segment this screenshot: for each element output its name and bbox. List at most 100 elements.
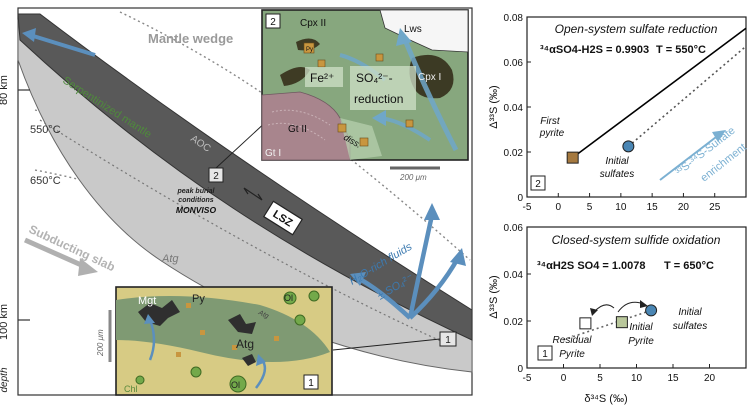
pyrite-grain-3	[375, 53, 384, 62]
chart1-ylabel: Δ³³S (‰)	[488, 275, 500, 318]
inset-1-number: 1	[308, 378, 314, 389]
olivine-grain-3	[294, 314, 306, 326]
lsz-frame	[262, 200, 304, 236]
chart-open-system: Open-system sulfate reduction ³⁴αSO4-H2S…	[488, 13, 749, 213]
chart1-title: Closed-system sulfide oxidation	[552, 233, 721, 247]
inset-2-scale-label: 200 μm	[399, 173, 427, 182]
chart2-y-tick-label: 0	[517, 193, 523, 204]
gt2-label: Gt II	[288, 124, 307, 135]
inset1-ol-top-label: Ol	[284, 293, 293, 303]
chart1-plot-frame	[526, 226, 747, 369]
olivine-grain-1	[283, 291, 297, 305]
chart2-x-tick-label: 25	[709, 202, 721, 213]
inset1-atg-small-label: Atg	[256, 309, 269, 320]
chart2-title: Open-system sulfate reduction	[555, 22, 718, 36]
fe-label-bg	[305, 67, 343, 87]
isotherm-550-label: 550°C	[30, 124, 61, 136]
pyrite-grain-6	[405, 119, 414, 128]
mgt-label: Mgt	[138, 295, 156, 307]
chart2-y-tick-label: 0.08	[504, 13, 524, 24]
so4-label: SO₄²⁻-	[356, 71, 393, 85]
inset1-pyrite-5	[176, 352, 181, 357]
olivine-grain-5	[190, 366, 202, 378]
upward-fluid-arrow-top	[29, 33, 96, 57]
slab-direction-arrow-head	[78, 258, 98, 276]
shear-arrows	[243, 187, 263, 201]
pyrite-grain-4	[337, 123, 347, 133]
chart1-panel-number-box	[537, 345, 553, 361]
chart1-point-label-initial-sulfates-1: Initial	[678, 307, 702, 318]
chart2-point-label-initial-sulfates-2: sulfates	[600, 169, 634, 180]
chart1-x-tick-label: 15	[667, 373, 679, 384]
pyrite-grain-1	[303, 42, 315, 54]
chart2-point-label-first-pyrite-2: pyrite	[539, 128, 565, 139]
chart2-x-tick-label: 15	[647, 202, 659, 213]
inset-1: 1 Mgt Py Ol Atg Atg Ol Chl 200 μm	[96, 286, 333, 396]
gt1-label: Gt I	[265, 148, 281, 159]
atg-label: Atg	[161, 253, 179, 265]
chart2-temperature-annotation: T = 550°C	[656, 44, 706, 56]
chart2-point-label-first-pyrite-1: First	[540, 116, 561, 127]
cpx1-grain	[409, 54, 454, 99]
lawsonite-grain	[379, 9, 469, 53]
magnetite-cluster-3	[242, 354, 256, 366]
arrow-head-left	[350, 272, 366, 286]
chart2-x-tick-label: 20	[678, 202, 690, 213]
inset-2-number: 2	[270, 17, 276, 28]
isotherm-650-label: 650°C	[30, 175, 61, 187]
pyrite-grain-2	[317, 59, 326, 68]
inset-2-number-box	[265, 13, 281, 29]
inset1-pyrite-1	[186, 303, 191, 308]
chart2-y-tick-label: 0.04	[504, 103, 524, 114]
reduction-label: reduction	[354, 92, 403, 106]
chart1-point-label-residual-1: Residual	[553, 335, 593, 346]
inset-2: 2 Cpx II Lws Py Fe²⁺ SO₄²⁻- reduction Cp…	[261, 9, 469, 182]
chart1-x-tick-label: 5	[597, 373, 603, 384]
chart2-plot-frame	[526, 16, 747, 198]
chl-label: Chl	[124, 384, 138, 394]
chart2-enrichment-arrow-head	[712, 130, 726, 142]
garnet-zoning-1	[271, 109, 331, 126]
inset2-arrow-main-head	[396, 28, 412, 46]
chart1-y-tick-label: 0.02	[504, 317, 524, 328]
chart2-y-tick-label: 0.06	[504, 58, 524, 69]
arrow-head-up	[424, 203, 440, 220]
chart2-panel-number: 2	[535, 179, 541, 190]
olivine-grain-6	[135, 375, 145, 385]
chart2-alpha-annotation: ³⁴αSO4-H2S = 0.9903	[540, 44, 649, 56]
dark-grain-1	[280, 66, 310, 86]
chart2-series-line-1	[627, 45, 747, 147]
chart1-y-tick-label: 0.04	[504, 270, 524, 281]
chart1-y-tick-label: 0.06	[504, 223, 524, 234]
fe-label: Fe²⁺	[310, 71, 334, 85]
inset-1-scale-label: 200 μm	[96, 329, 105, 357]
chart2-point-initial-sulfates	[622, 140, 635, 153]
lws-label: Lws	[404, 24, 422, 35]
chart2-point-first-pyrite	[566, 151, 579, 164]
chart1-point-label-residual-2: Pyrite	[559, 349, 585, 360]
locality-marker-1-label: 1	[445, 335, 451, 346]
pyrite-grain-5	[359, 137, 369, 147]
inset2-arrow-secondary-head	[372, 110, 386, 126]
inset1-pyrite-2	[200, 330, 205, 335]
inset2-arrow-main	[402, 39, 459, 152]
inset1-atg-label: Atg	[236, 337, 254, 351]
chart2-x-tick-label: 10	[615, 202, 627, 213]
reduction-label-bg	[350, 66, 416, 110]
magnetite-cluster-2	[228, 314, 256, 334]
lsz-box: LSZ	[262, 200, 304, 236]
chart1-y-tick-label: 0	[517, 364, 523, 375]
chart2-series-line-0	[572, 27, 747, 159]
leader-line-inset1	[332, 338, 441, 351]
chart1-xlabel: δ³⁴S (‰)	[584, 393, 627, 405]
chart1-panel-number: 1	[542, 349, 548, 360]
chart1-alpha-annotation: ³⁴αH2S SO4 = 1.0078	[537, 260, 646, 272]
chart1-point-label-initial-pyrite-1: Initial	[629, 322, 653, 333]
chart1-point-residual-pyrite	[579, 317, 592, 330]
chart1-point-initial-pyrite	[615, 316, 628, 329]
inset1-arrow-2-head	[256, 354, 266, 366]
chart1-x-tick-label: 10	[631, 373, 643, 384]
chart1-x-tick-label: 0	[561, 373, 567, 384]
inset1-pyrite-3	[232, 345, 237, 350]
fluid-arrow-right	[408, 256, 460, 320]
